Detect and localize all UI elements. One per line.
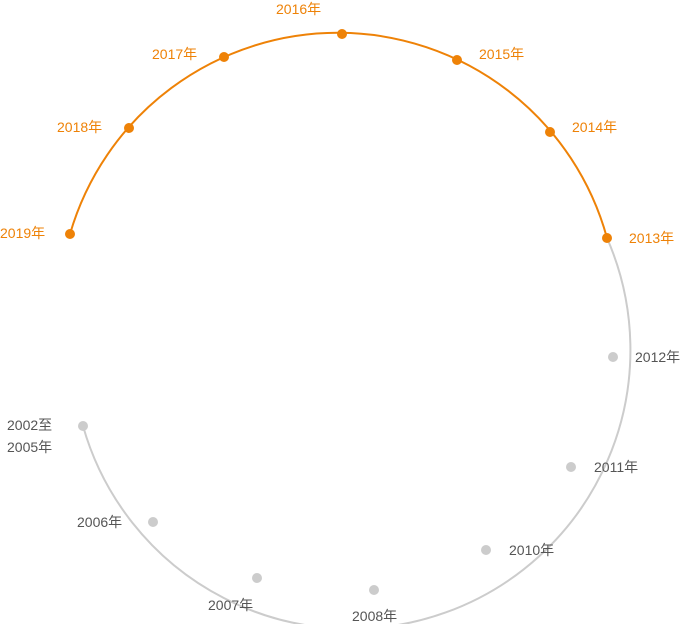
milestone-label-line1: 2002至: [7, 417, 53, 433]
milestone-dot-2015[interactable]: [452, 55, 462, 65]
milestone-label-2012: 2012年: [635, 349, 681, 365]
milestone-dot-2016[interactable]: [337, 29, 347, 39]
milestone-label-2015: 2015年: [479, 46, 525, 62]
milestone-label-2011: 2011年: [594, 459, 639, 475]
milestone-dot-2010[interactable]: [481, 545, 491, 555]
milestone-label-2019: 2019年: [0, 225, 46, 241]
milestone-dot-2008[interactable]: [369, 585, 379, 595]
milestone-label-2002-2005: 2002至 2005年: [7, 414, 52, 458]
milestone-dot-2007[interactable]: [252, 573, 262, 583]
milestone-dot-2006[interactable]: [148, 517, 158, 527]
milestone-dot-2011[interactable]: [566, 462, 576, 472]
milestone-label-line2: 2005年: [7, 439, 53, 455]
milestone-dot-2013[interactable]: [602, 233, 612, 243]
milestone-dot-2018[interactable]: [124, 123, 134, 133]
milestone-label-2013: 2013年: [629, 230, 675, 246]
milestone-label-2006: 2006年: [77, 514, 123, 530]
milestone-dot-2012[interactable]: [608, 352, 618, 362]
milestone-dot-2014[interactable]: [545, 127, 555, 137]
milestone-label-2007: 2007年: [208, 597, 254, 613]
milestone-label-2008: 2008年: [352, 608, 398, 624]
milestone-dot-2002-2005[interactable]: [78, 421, 88, 431]
milestone-dot-2019[interactable]: [65, 229, 75, 239]
active-arc: [69, 31, 608, 239]
inactive-arc: [82, 237, 632, 624]
milestone-label-2018: 2018年: [57, 119, 103, 135]
milestone-label-2017: 2017年: [152, 46, 198, 62]
milestone-label-2014: 2014年: [572, 119, 618, 135]
milestone-label-2010: 2010年: [509, 542, 555, 558]
milestone-dot-2017[interactable]: [219, 52, 229, 62]
milestone-label-2016: 2016年: [276, 1, 322, 17]
